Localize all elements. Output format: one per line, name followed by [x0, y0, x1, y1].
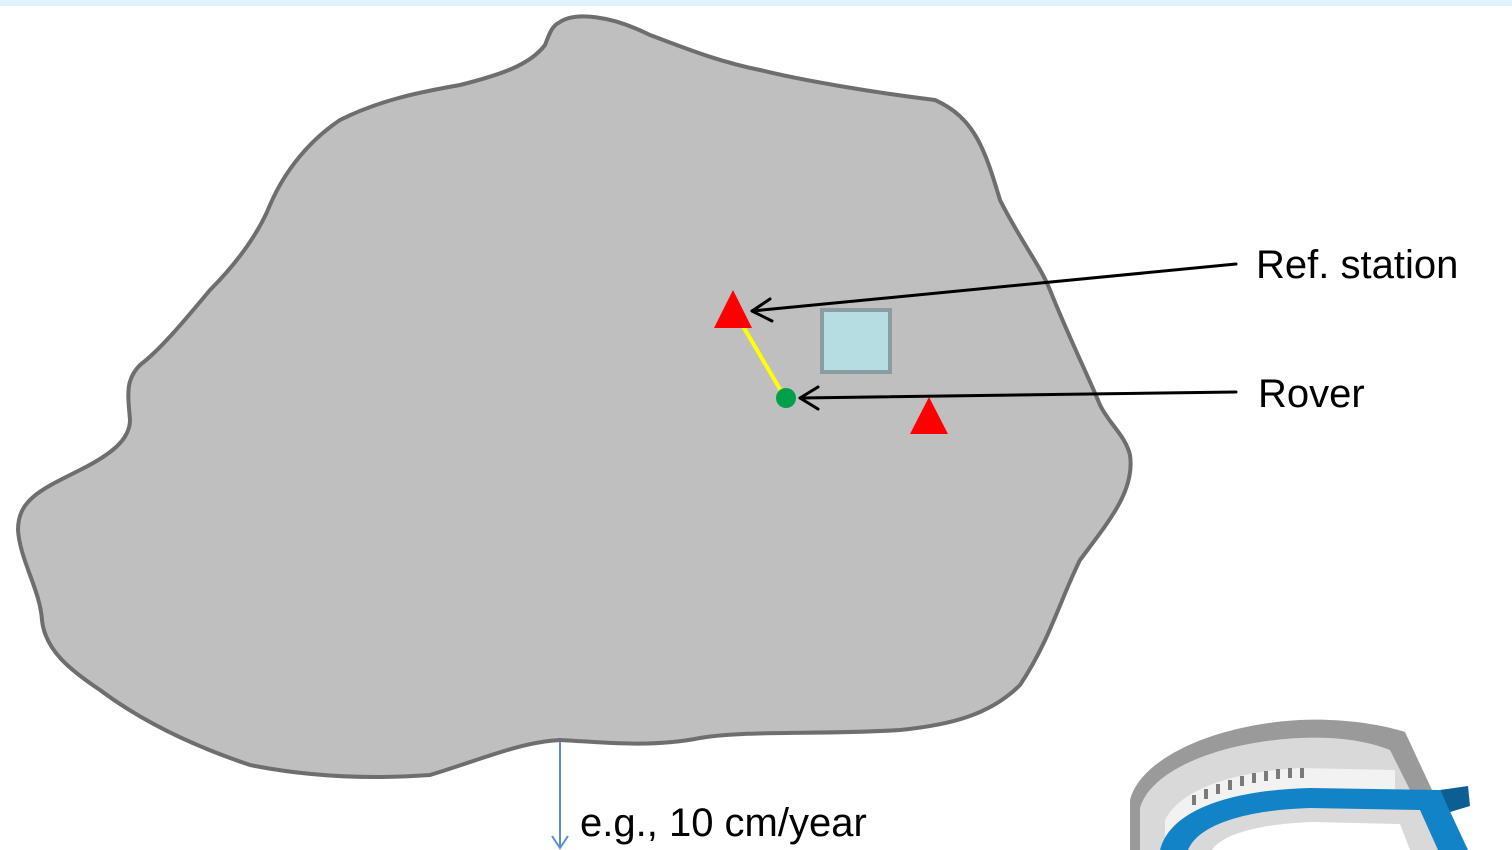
red-triangle-icon [910, 397, 948, 434]
baseline-line [735, 314, 786, 398]
rover-arrow [798, 385, 1238, 411]
motion-arrow [551, 742, 569, 850]
colosseum-logo-icon [1130, 719, 1470, 850]
title-fragment [0, 0, 1512, 6]
red-triangle-icon [714, 290, 752, 328]
title-band [0, 0, 1512, 6]
ref-station-label: Ref. station [1256, 243, 1458, 287]
ref-station-arrow [750, 262, 1238, 323]
green-dot-icon [776, 388, 796, 408]
building-square [820, 308, 892, 374]
velocity-label: e.g., 10 cm/year [580, 801, 867, 845]
tectonic-plate [15, 14, 1133, 779]
rover-label: Rover [1258, 372, 1365, 416]
